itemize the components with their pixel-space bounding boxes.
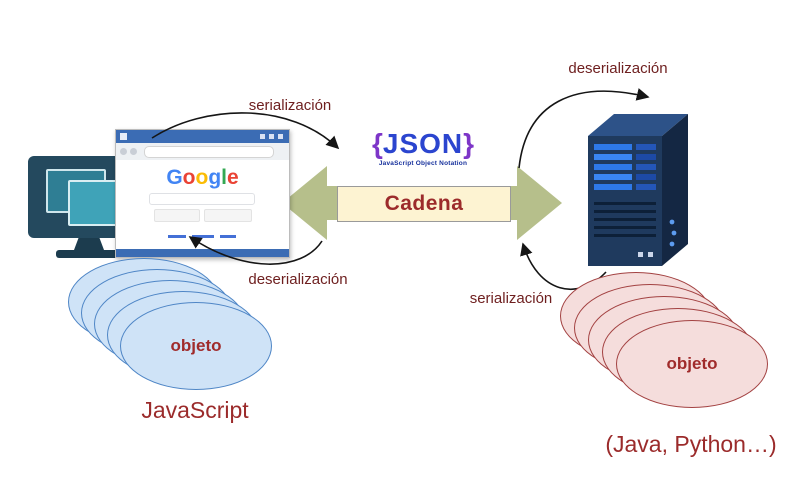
minimize-icon [260, 134, 265, 139]
cadena-label: Cadena [384, 192, 464, 215]
google-letter: g [208, 166, 222, 189]
address-bar [144, 146, 274, 158]
google-lucky-button [204, 209, 252, 222]
json-close-brace: } [463, 128, 475, 159]
google-letter: l [221, 166, 227, 189]
back-icon [120, 148, 127, 155]
google-search-button [154, 209, 200, 222]
forward-icon [130, 148, 137, 155]
deserialization-label-bottom-left: deserialización [248, 271, 348, 288]
object-label: objeto [666, 354, 718, 373]
google-search-box [149, 193, 255, 205]
google-letter: G [166, 166, 183, 189]
maximize-icon [269, 134, 274, 139]
server-languages-caption: (Java, Python…) [605, 431, 777, 457]
browser-window: Google [115, 129, 290, 258]
browser-toolbar [116, 143, 289, 161]
serialization-label-bottom-right: serialización [469, 290, 553, 307]
google-footer-link [168, 235, 186, 238]
javascript-caption: JavaScript [141, 397, 249, 423]
deserialization-label-top-right: deserialización [568, 60, 668, 77]
google-footer-link [220, 235, 236, 238]
monitor-base [56, 250, 122, 258]
json-logo-text: {JSON} [348, 130, 498, 158]
browser-content: Google [116, 160, 289, 249]
server-icon [588, 114, 688, 266]
serialization-label-top-left: serialización [248, 97, 332, 114]
browser-favicon [120, 133, 127, 140]
google-letter: o [195, 166, 209, 189]
browser-status-bar [116, 249, 289, 257]
browser-title-bar [116, 130, 289, 143]
json-open-brace: { [371, 128, 383, 159]
object-ellipse-front: objeto [120, 302, 272, 390]
object-label: objeto [170, 336, 222, 355]
google-logo: Google [116, 166, 289, 190]
json-logo: {JSON} JavaScript Object Notation [348, 130, 498, 168]
deserialization-arrow-right [518, 88, 650, 169]
json-subtitle: JavaScript Object Notation [378, 160, 468, 167]
google-letter: o [182, 166, 196, 189]
json-word: JSON [382, 128, 464, 159]
cadena-box: Cadena [337, 186, 511, 222]
google-letter: e [226, 166, 239, 189]
object-ellipse-front: objeto [616, 320, 768, 408]
google-footer-link [192, 235, 214, 238]
close-icon [278, 134, 283, 139]
monitor-stand [74, 238, 104, 250]
